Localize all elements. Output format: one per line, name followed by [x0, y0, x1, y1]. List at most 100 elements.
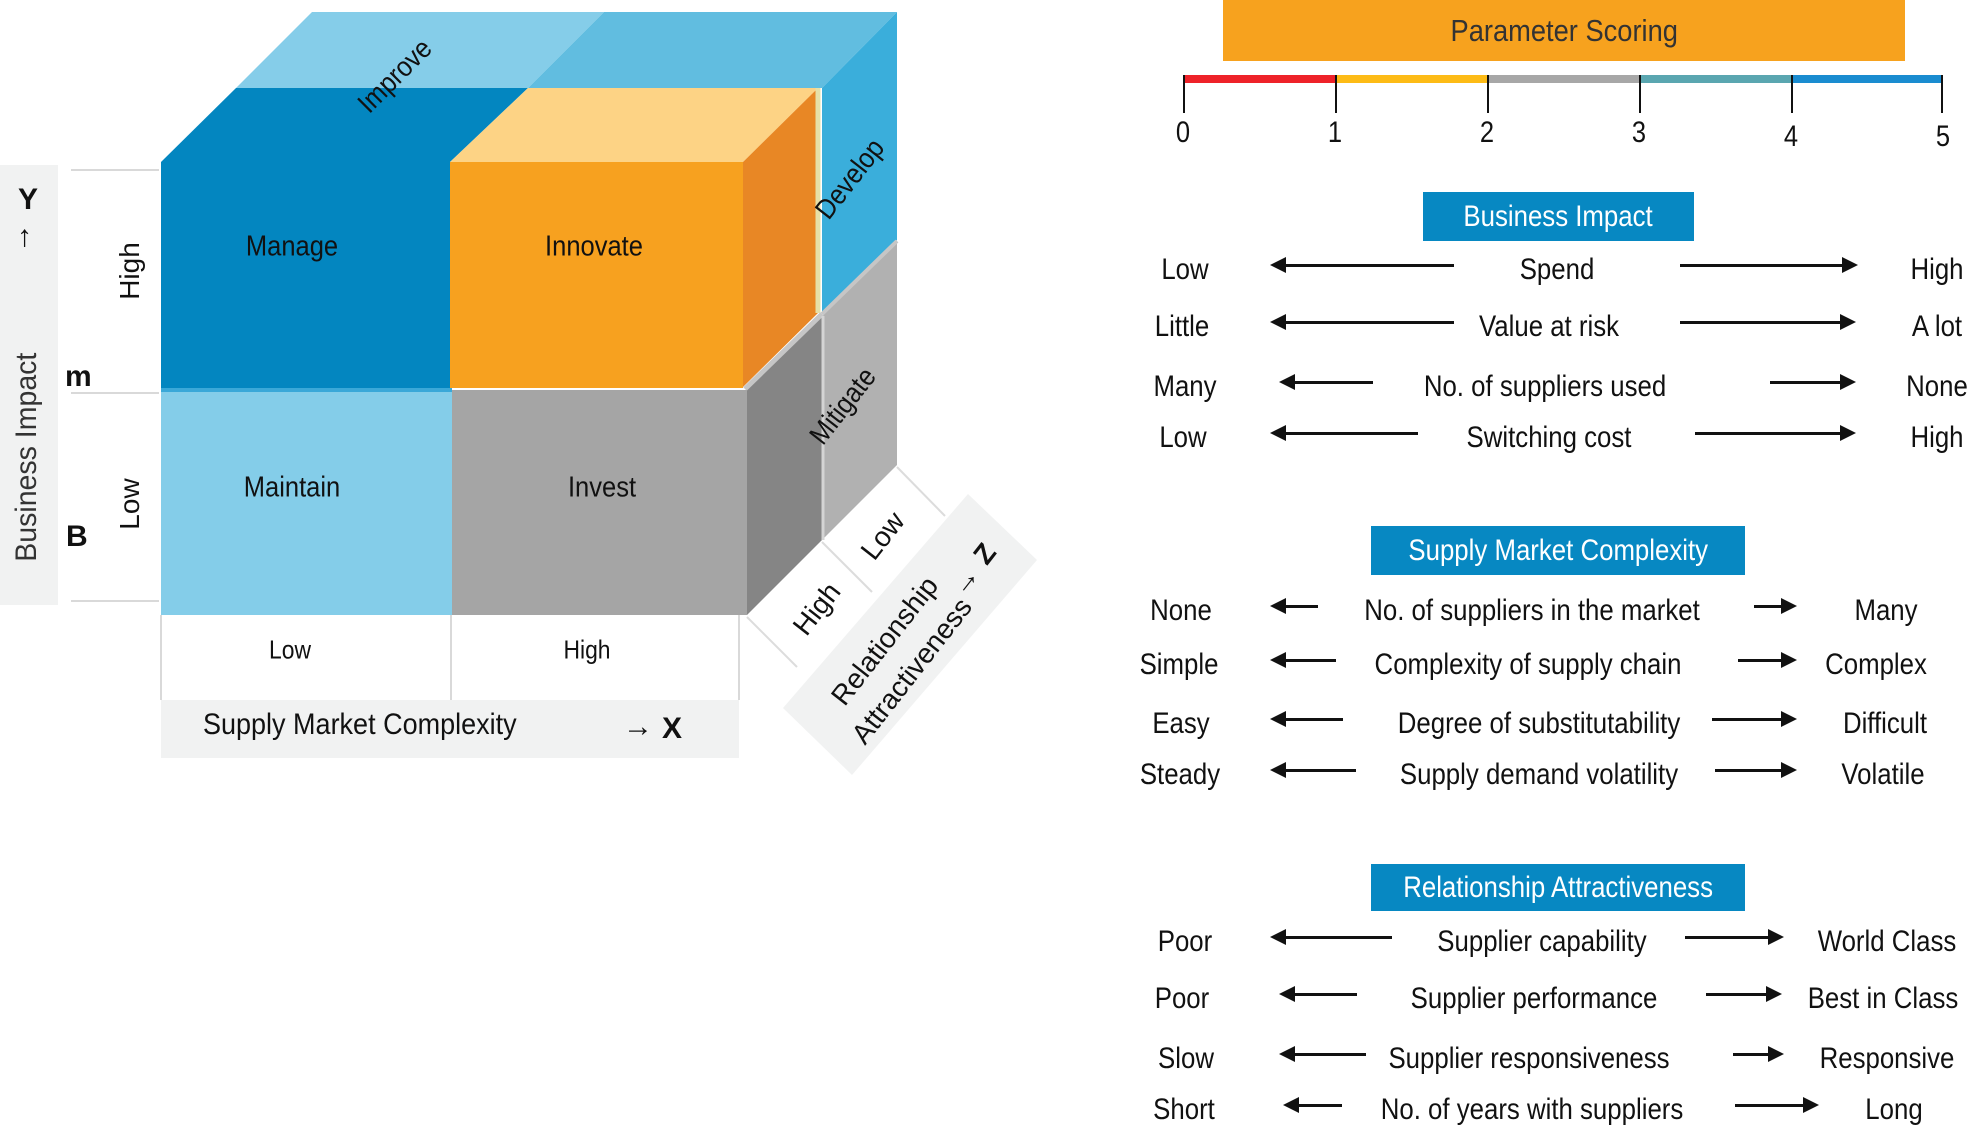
left-arrow-icon	[1279, 374, 1373, 390]
parameter-scoring-banner: Parameter Scoring	[1223, 0, 1905, 61]
x-axis-title: Supply Market Complexity	[203, 708, 517, 741]
x-level-low: Low	[269, 634, 311, 665]
y-level-low: Low	[114, 478, 145, 530]
cell-label-invest: Invest	[567, 471, 637, 504]
row-high-label: Many	[1854, 594, 1918, 627]
right-arrow-icon	[1695, 425, 1856, 441]
scale-segment	[1639, 75, 1791, 83]
right-arrow-icon	[1735, 1097, 1819, 1113]
z-grid-line	[746, 616, 798, 668]
scale-segment	[1183, 75, 1335, 83]
row-parameter: Supplier responsiveness	[1388, 1042, 1670, 1075]
x-grid-line	[450, 615, 452, 700]
innovate-top-face	[450, 88, 818, 162]
mitigate-face	[822, 243, 897, 540]
z-grid-line	[896, 466, 946, 517]
right-arrow-icon	[1738, 652, 1797, 668]
left-arrow-icon	[1283, 1097, 1342, 1113]
left-arrow-icon	[1279, 986, 1357, 1002]
innovate-face	[450, 162, 743, 388]
row-low-label: Simple	[1139, 648, 1219, 681]
left-arrow-icon	[1279, 1046, 1366, 1062]
mitigate-top-edge	[820, 239, 899, 316]
left-arrow-icon	[1270, 257, 1454, 273]
z-axis-panel	[783, 494, 1037, 775]
row-parameter: Value at risk	[1478, 310, 1620, 343]
row-high-label: A lot	[1911, 310, 1963, 343]
scale-tick-label: 4	[1783, 120, 1799, 153]
scale-tick-label: 1	[1327, 116, 1343, 149]
row-parameter: Supply demand volatility	[1399, 758, 1679, 791]
left-arrow-icon	[1270, 598, 1318, 614]
x-level-high: High	[563, 634, 611, 665]
row-high-label: World Class	[1817, 925, 1957, 958]
row-parameter: No. of suppliers used	[1423, 370, 1667, 403]
row-parameter: Supplier capability	[1437, 925, 1647, 958]
row-low-label: Easy	[1152, 707, 1210, 740]
row-high-label: Long	[1865, 1093, 1923, 1126]
row-parameter: Spend	[1519, 253, 1595, 286]
x-axis-arrow-icon: →	[623, 710, 653, 743]
y-grid-line	[71, 169, 159, 171]
cell-label-innovate: Innovate	[545, 230, 643, 263]
row-high-label: Complex	[1825, 648, 1927, 681]
innovate-side-face	[743, 88, 818, 387]
right-arrow-icon	[1733, 1046, 1784, 1062]
cell-label-manage: Manage	[245, 230, 339, 263]
scale-tick	[1183, 75, 1185, 113]
parameter-scoring-title: Parameter Scoring	[1450, 12, 1678, 48]
right-arrow-icon	[1706, 986, 1782, 1002]
x-grid-line	[738, 615, 740, 700]
left-arrow-icon	[1270, 425, 1418, 441]
scale-tick-label: 0	[1175, 116, 1191, 149]
left-arrow-icon	[1270, 652, 1336, 668]
left-arrow-icon	[1270, 314, 1454, 330]
row-low-label: Many	[1153, 370, 1217, 403]
scale-tick	[1487, 75, 1489, 113]
row-parameter: No. of suppliers in the market	[1364, 594, 1700, 627]
right-arrow-icon	[1712, 711, 1797, 727]
x-grid-line	[160, 615, 162, 700]
left-arrow-icon	[1270, 929, 1392, 945]
row-low-label: Poor	[1154, 982, 1210, 1015]
section-title: Supply Market Complexity	[1408, 533, 1708, 567]
manage-top-face	[161, 88, 528, 162]
section-header: Relationship Attractiveness	[1371, 864, 1745, 911]
develop-face	[822, 12, 897, 313]
right-arrow-icon	[1685, 929, 1784, 945]
section-title: Relationship Attractiveness	[1403, 870, 1713, 904]
row-parameter: Complexity of supply chain	[1374, 648, 1682, 681]
y-axis-mark-b: B	[66, 520, 88, 553]
cube-diagram	[161, 12, 1037, 775]
y-grid-line	[71, 392, 159, 394]
left-arrow-icon	[1270, 762, 1356, 778]
maintain-face	[161, 390, 452, 615]
row-high-label: Volatile	[1841, 758, 1925, 791]
row-parameter: Degree of substitutability	[1397, 707, 1681, 740]
x-axis-letter: X	[662, 712, 683, 745]
scale-tick	[1941, 75, 1943, 113]
row-low-label: Low	[1161, 253, 1209, 286]
scale-segment	[1791, 75, 1943, 83]
scale-segment	[1335, 75, 1487, 83]
scale-tick	[1639, 75, 1641, 113]
row-high-label: Responsive	[1819, 1042, 1955, 1075]
row-low-label: Poor	[1157, 925, 1213, 958]
y-axis-title: Business Impact	[10, 352, 43, 562]
row-parameter: No. of years with suppliers	[1380, 1093, 1684, 1126]
row-low-label: Low	[1159, 421, 1207, 454]
right-arrow-icon	[1754, 598, 1797, 614]
z-grid-line	[821, 541, 873, 593]
scale-tick-label: 2	[1479, 116, 1495, 149]
x-axis-panel	[161, 700, 739, 758]
row-high-label: High	[1910, 253, 1964, 286]
right-arrow-icon	[1715, 762, 1797, 778]
row-high-label: Best in Class	[1807, 982, 1959, 1015]
scale-tick-label: 3	[1631, 116, 1647, 149]
row-low-label: Steady	[1139, 758, 1221, 791]
y-axis-arrow-icon: ↑	[17, 220, 32, 253]
row-parameter: Supplier performance	[1410, 982, 1658, 1015]
row-low-label: Little	[1154, 310, 1210, 343]
y-level-high: High	[114, 242, 145, 300]
section-title: Business Impact	[1463, 199, 1654, 233]
